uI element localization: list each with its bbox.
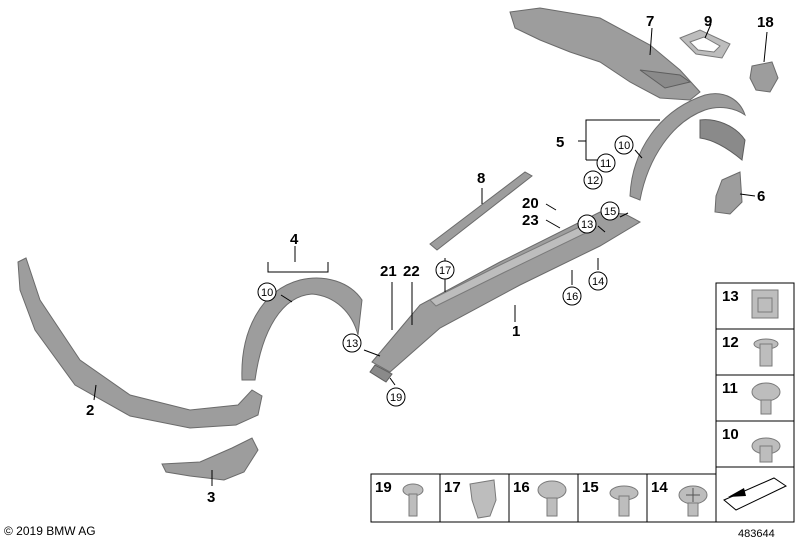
callout-2: 2 (86, 402, 94, 419)
part-7-rear-trim (509, 7, 701, 101)
svg-text:19: 19 (390, 392, 402, 404)
callout-22: 22 (403, 263, 420, 280)
clip-17-icon (469, 479, 497, 519)
callout-20: 20 (522, 195, 539, 212)
svg-text:11: 11 (600, 158, 611, 170)
legend-15: 15 (582, 479, 599, 496)
clip-16-icon (537, 480, 567, 517)
clip-15-icon (609, 485, 639, 517)
svg-text:17: 17 (439, 265, 451, 277)
callout-5: 5 (556, 134, 564, 151)
callout-21: 21 (380, 263, 397, 280)
svg-text:12: 12 (587, 175, 599, 187)
circle-callout-10-front: 10 (257, 282, 277, 302)
callout-8: 8 (477, 170, 485, 187)
screw-12-icon (753, 338, 779, 367)
copyright-text: © 2019 BMW AG (4, 524, 96, 538)
legend-13: 13 (722, 288, 739, 305)
legend-11: 11 (722, 380, 738, 397)
callout-9: 9 (704, 13, 712, 30)
leader-lines (93, 23, 768, 486)
screw-14-icon (678, 485, 708, 517)
svg-text:13: 13 (346, 338, 358, 350)
callout-3: 3 (207, 489, 215, 506)
callout-6: 6 (757, 188, 765, 205)
legend-10: 10 (722, 426, 739, 443)
legend-17: 17 (444, 479, 461, 496)
circle-callout-10-rear: 10 (614, 135, 634, 155)
legend-bottom: 19 17 16 15 14 (370, 473, 717, 523)
part-3-bracket (161, 437, 259, 481)
legend-14: 14 (651, 479, 668, 496)
callout-18: 18 (757, 14, 774, 31)
legend-12: 12 (722, 334, 739, 351)
circle-callout-11: 11 (596, 153, 616, 173)
svg-text:15: 15 (604, 206, 616, 218)
part-2-front-trim (17, 257, 263, 429)
legend-19: 19 (375, 479, 392, 496)
circle-callout-12: 12 (583, 170, 603, 190)
callout-numbers: 7 9 18 5 6 8 20 23 4 21 22 1 2 3 (86, 13, 774, 506)
part-8-strip (429, 171, 533, 251)
circle-callout-14: 14 (588, 271, 608, 291)
callout-1: 1 (512, 323, 520, 340)
clip-10-icon (751, 437, 781, 463)
circle-callout-15: 15 (600, 201, 620, 221)
clip-13-icon (751, 289, 779, 319)
circle-callout-13-front: 13 (342, 333, 362, 353)
callout-4: 4 (290, 231, 299, 248)
part-18-cover (749, 61, 779, 93)
clip-19-icon (402, 483, 424, 517)
part-6-mud-flap (714, 171, 743, 215)
circle-callout-16: 16 (562, 286, 582, 306)
legend-right: 13 12 11 10 (715, 282, 795, 523)
part-1-side-sill (369, 211, 642, 383)
svg-text:13: 13 (581, 219, 593, 231)
circled-callouts: 10 11 12 15 13 14 16 17 10 13 19 (257, 135, 634, 407)
circle-callout-13-rear: 13 (577, 214, 597, 234)
clip-11-icon (751, 382, 781, 415)
svg-text:10: 10 (618, 140, 630, 152)
legend-16: 16 (513, 479, 530, 496)
circle-callout-19: 19 (386, 387, 406, 407)
callout-7: 7 (646, 13, 654, 30)
svg-text:16: 16 (566, 291, 578, 303)
callout-23: 23 (522, 212, 539, 229)
svg-text:14: 14 (592, 276, 604, 288)
svg-text:10: 10 (261, 287, 273, 299)
circle-callout-17: 17 (435, 260, 455, 280)
diagram-number: 483644 (738, 528, 775, 540)
part-4-front-wheel-arch (241, 277, 363, 381)
part-9-bracket (679, 29, 731, 59)
part-5-rear-wheel-arch (629, 93, 746, 201)
arrow-icon (723, 477, 788, 511)
